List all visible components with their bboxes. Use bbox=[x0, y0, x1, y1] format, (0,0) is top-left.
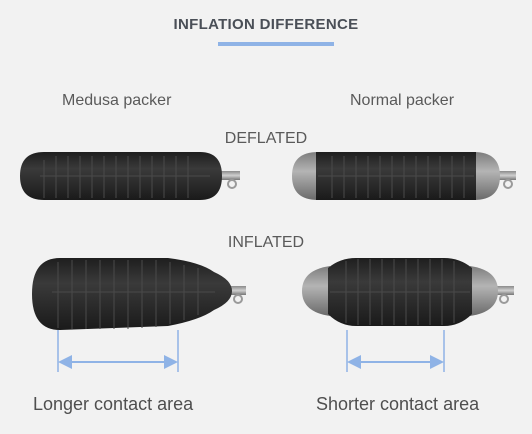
medusa-packer-inflated bbox=[32, 258, 246, 330]
caption-longer-contact: Longer contact area bbox=[33, 394, 194, 414]
caption-shorter-contact: Shorter contact area bbox=[316, 394, 480, 414]
column-label-medusa: Medusa packer bbox=[62, 92, 172, 109]
title-underline bbox=[218, 42, 334, 46]
normal-packer-inflated bbox=[302, 258, 514, 326]
normal-packer-deflated bbox=[292, 152, 516, 200]
diagram-title: INFLATION DIFFERENCE bbox=[173, 16, 359, 33]
column-label-normal: Normal packer bbox=[350, 92, 455, 109]
contact-arrow-longer bbox=[57, 330, 179, 372]
medusa-packer-deflated bbox=[20, 152, 240, 200]
contact-arrow-shorter bbox=[346, 330, 445, 372]
state-label-deflated: DEFLATED bbox=[224, 130, 308, 147]
state-label-inflated: INFLATED bbox=[227, 234, 305, 251]
